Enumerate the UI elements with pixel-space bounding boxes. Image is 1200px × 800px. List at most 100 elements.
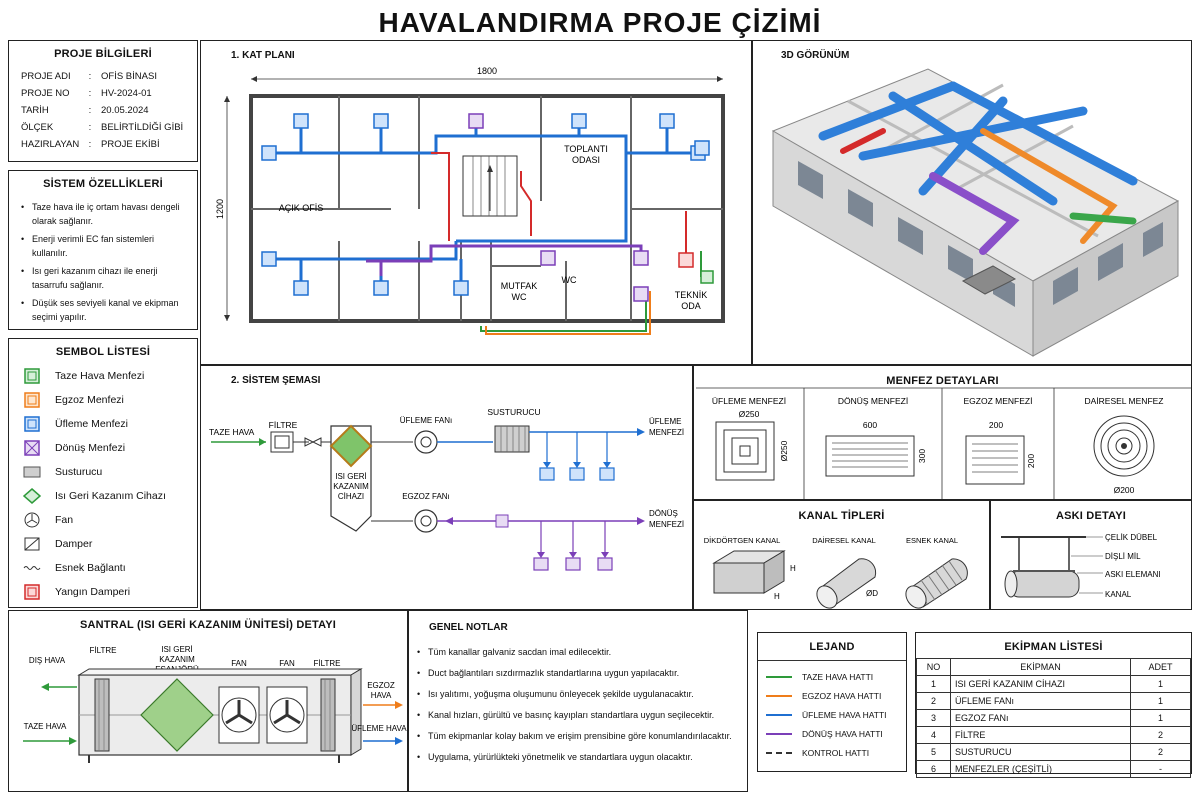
vent-exhaust-dim-b: 200 [1026,454,1036,468]
schema-filter: FİLTRE [269,420,298,430]
hanger-drawing: ÇELİK DÜBEL DİŞLİ MİL ASKI ELEMANI KANAL [1001,533,1161,599]
note-item: Duct bağlantıları sızdırmazlık standartl… [417,666,743,680]
project-info-colon: : [88,122,92,133]
equipment-cell: - [1130,760,1191,778]
duct-flex-label: ESNEK KANAL [906,536,958,545]
ahu-exhaust-1: EGZOZ [367,681,395,690]
project-info-key: ÖLÇEK [21,122,54,133]
vent-supply-name: ÜFLEME MENFEZİ [712,396,786,406]
vent-round-dim-a: Ø200 [1114,485,1135,495]
duct-round-label: DAİRESEL KANAL [812,536,876,545]
project-info-value: PROJE EKİBİ [101,139,160,150]
project-info-row: TARİH:20.05.2024 [21,102,197,119]
equipment-cell: FİLTRE [950,726,1131,744]
equipment-cell: ÜFLEME FANı [950,692,1131,710]
symbol-label: Isı Geri Kazanım Cihazı [55,490,166,502]
ahu-drawing: FİLTRE ISI GERİ KAZANIM EŞANJÖRÜ FAN FAN… [23,645,407,763]
vent-exhaust-dim-a: 200 [989,420,1003,430]
room-open-office: AÇIK OFİS [279,203,324,213]
legend-row: EGZOZ HAVA HATTI [766,686,906,705]
schema-supply-out-2: MENFEZİ [649,428,684,437]
equipment-col-header: EKİPMAN [950,658,1131,676]
legend-heading: LEJAND [809,641,855,653]
symbol-label: Yangın Damperi [55,586,131,598]
ahu-exhaust-2: HAVA [371,691,392,700]
legend-row: ÜFLEME HAVA HATTI [766,705,906,724]
project-info-colon: : [88,105,92,116]
equipment-cell: MENFEZLER (ÇEŞİTLİ) [950,760,1131,778]
ahu-detail-panel: SANTRAL (ISI GERİ KAZANIM ÜNİTESİ) DETAY… [8,610,408,792]
duct-round-d: ØD [866,589,878,598]
schema-return-out-1: DÖNÜŞ [649,509,678,518]
room-kitchen-1: MUTFAK [501,281,538,291]
equipment-col-header: ADET [1130,658,1191,676]
legend-line-swatch [766,732,792,735]
system-schema-panel: 2. SİSTEM ŞEMASI TAZE HAVA FİLTRE ISI GE… [200,365,693,610]
vent-exhaust-name: EGZOZ MENFEZİ [964,396,1033,406]
ahu-hx-2: KAZANIM [159,655,195,664]
symbol-row: Damper [21,532,197,556]
project-info-value: OFİS BİNASI [101,71,157,82]
legend-line-swatch [766,694,792,697]
view-3d-drawing [771,68,1180,357]
room-kitchen-2: WC [512,292,527,302]
floor-plan-drawing: 1800 1200 [215,66,725,335]
room-meeting-2: ODASI [572,155,600,165]
legend-label: ÜFLEME HAVA HATTI [802,709,887,720]
feature-item: Enerji verimli EC fan sistemleri kullanı… [21,232,187,260]
legend-row: TAZE HAVA HATTI [766,667,906,686]
general-notes-list: Tüm kanallar galvaniz sacdan imal edilec… [417,645,743,771]
page-title: HAVALANDIRMA PROJE ÇİZİMİ [378,7,822,38]
symbol-list-heading: SEMBOL LİSTESİ [55,346,151,358]
project-info-colon: : [88,139,92,150]
return-vent-icon [21,440,43,456]
note-item: Tüm ekipmanlar kolay bakım ve erişim pre… [417,729,743,743]
schema-exhaust-fan: EGZOZ FANı [402,492,450,501]
project-info-value: 20.05.2024 [101,105,149,116]
equipment-cell: 1 [1130,709,1191,727]
equipment-cell: 5 [916,743,951,761]
schema-hrv-1: ISI GERİ [335,472,367,481]
vent-round-name: DAİRESEL MENFEZ [1084,396,1163,406]
vent-details-panel: MENFEZ DETAYLARI ÜFLEME MENFEZİ Ø250 Ø25… [693,365,1192,500]
symbol-label: Esnek Bağlantı [55,562,126,574]
dim-height-label: 1200 [215,199,225,219]
silencer-icon [21,464,43,480]
symbol-label: Üfleme Menfezi [55,418,128,430]
symbol-row: Yangın Damperi [21,580,197,604]
symbol-row: Fan [21,508,197,532]
equipment-cell: EGZOZ FANı [950,709,1131,727]
hanger-label-rod: DİŞLİ MİL [1105,552,1141,561]
hanger-detail-panel: ASKI DETAYI ÇELİK DÜBEL DİŞLİ MİL ASKI E… [990,500,1192,610]
vent-return-name: DÖNÜŞ MENFEZİ [838,396,908,406]
symbol-row: Taze Hava Menfezi [21,364,197,388]
feature-item: Isı geri kazanım cihazı ile enerji tasar… [21,264,187,292]
equipment-cell: 6 [916,760,951,778]
vent-return-dim-b: 300 [917,449,927,463]
equipment-col-header: NO [916,658,951,676]
feature-item: Düşük ses seviyeli kanal ve ekipman seçi… [21,296,187,324]
legend-label: KONTROL HATTI [802,747,870,758]
vent-details-drawing: ÜFLEME MENFEZİ Ø250 Ø250 DÖNÜŞ MENFEZİ 6… [696,387,1191,499]
ahu-filter-l: FİLTRE [90,646,117,655]
system-schema-heading: 2. SİSTEM ŞEMASI [231,375,321,386]
symbol-label: Susturucu [55,466,103,478]
symbol-row: Susturucu [21,460,197,484]
duct-types-panel: KANAL TİPLERİ DİKDÖRTGEN KANAL H H DAİRE… [693,500,990,610]
project-info-value: BELİRTİLDİĞİ GİBİ [101,122,184,133]
general-notes-panel: GENEL NOTLAR Tüm kanallar galvaniz sacda… [408,610,748,792]
view-3d-heading: 3D GÖRÜNÜM [781,50,850,61]
system-schema-drawing: TAZE HAVA FİLTRE ISI GERİ KAZANIM CİHAZI… [209,407,684,571]
vent-supply-dim-a: Ø250 [739,409,760,419]
equipment-cell: 2 [1130,743,1191,761]
